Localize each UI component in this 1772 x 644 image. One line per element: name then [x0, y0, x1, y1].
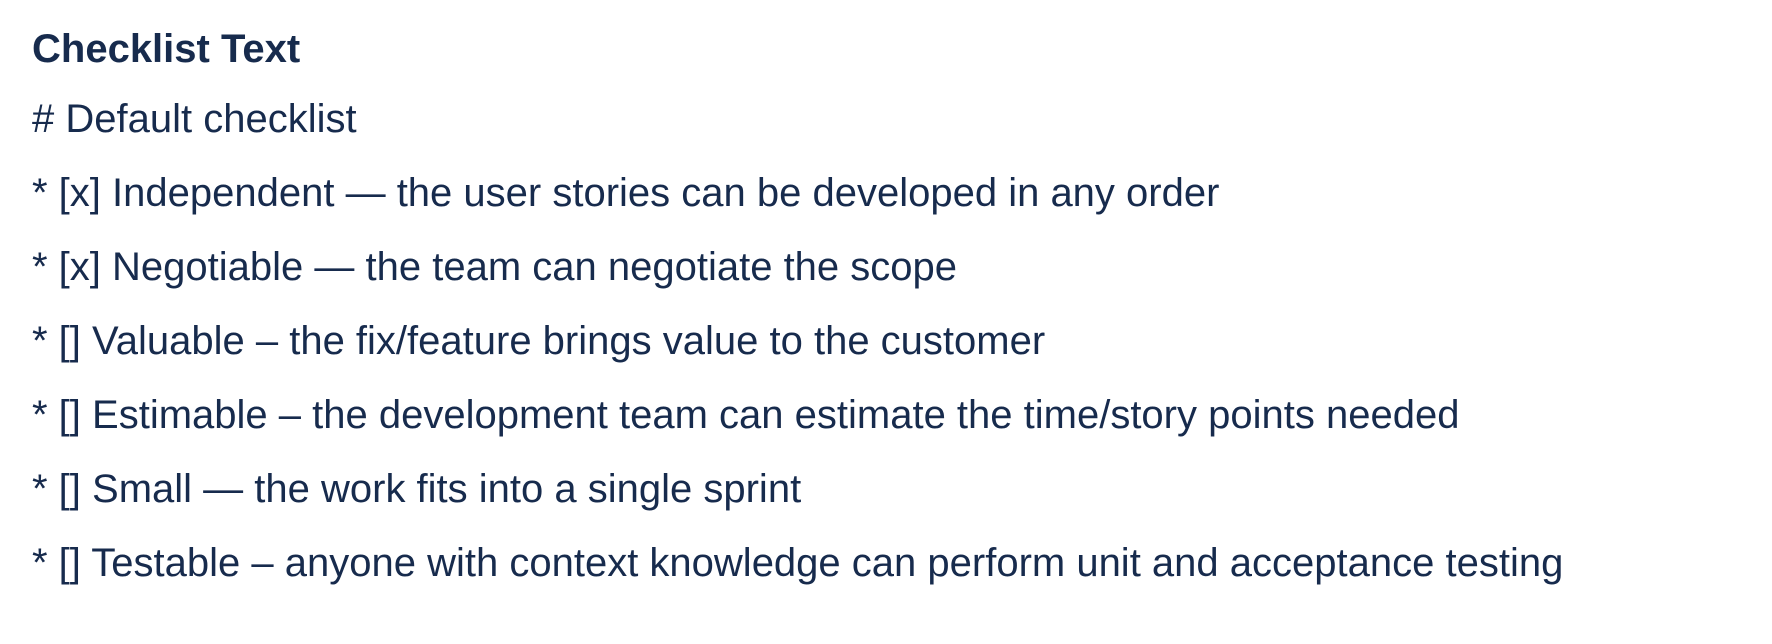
checklist-line: * [] Valuable – the fix/feature brings v… [32, 319, 1046, 363]
checklist-line: * [x] Independent — the user stories can… [32, 171, 1220, 215]
checklist-line: # Default checklist [32, 97, 357, 141]
checklist-line: * [] Estimable – the development team ca… [32, 393, 1460, 437]
checklist-content: # Default checklist * [x] Independent — t… [32, 82, 1740, 600]
checklist-line: * [] Small — the work fits into a single… [32, 467, 802, 511]
checklist-line: * [] Testable – anyone with context know… [32, 541, 1564, 585]
checklist-text-section: Checklist Text # Default checklist * [x] … [32, 27, 1740, 600]
checklist-line: * [x] Negotiable — the team can negotiat… [32, 245, 958, 289]
checklist-text-label: Checklist Text [32, 27, 301, 71]
